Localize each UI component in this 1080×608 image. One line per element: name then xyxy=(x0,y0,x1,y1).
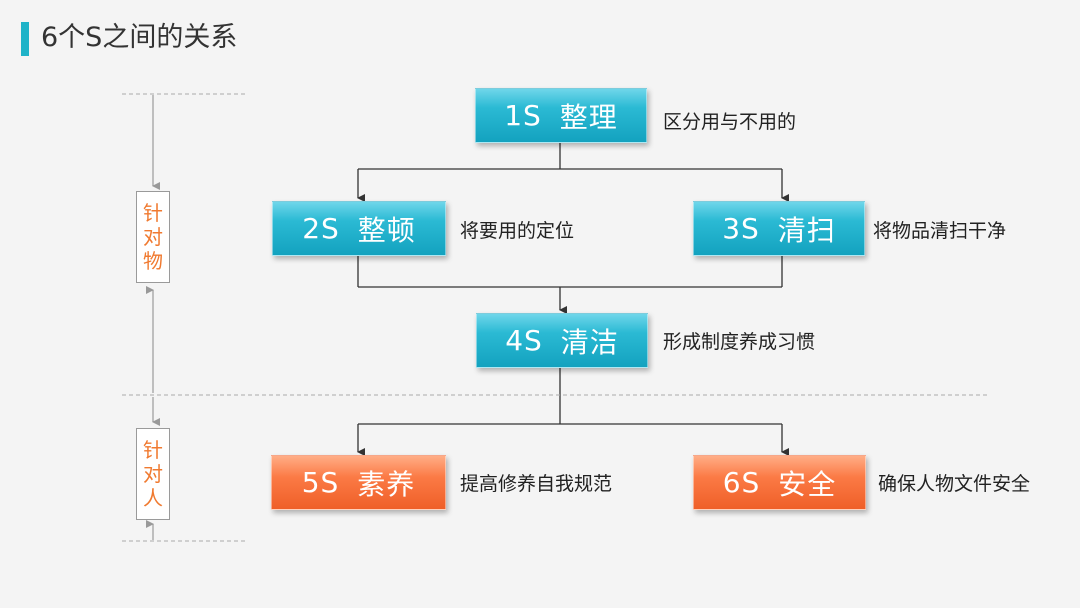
node-3s-description: 将物品清扫干净 xyxy=(873,220,1007,242)
node-3s: 3S 清扫 xyxy=(693,201,865,256)
node-5s: 5S 素养 xyxy=(271,455,446,510)
side-label-person-char: 对 xyxy=(143,462,163,486)
node-5s-number: 5S xyxy=(301,466,340,499)
node-3s-name: 清扫 xyxy=(777,213,836,247)
side-label-object-char: 针 xyxy=(143,201,163,225)
node-5s-name: 素养 xyxy=(357,467,416,501)
connector-merge-4s xyxy=(357,256,783,314)
node-6s: 6S 安全 xyxy=(693,455,866,510)
page-title: 6个S之间的关系 xyxy=(41,22,238,53)
side-label-person-char: 针 xyxy=(143,438,163,462)
node-4s-name: 清洁 xyxy=(560,325,619,359)
side-label-person: 针 对 人 xyxy=(136,428,170,520)
node-3s-number: 3S xyxy=(722,212,760,245)
connector-4s-split xyxy=(357,368,789,456)
title-accent-bar xyxy=(21,22,29,56)
node-2s: 2S 整顿 xyxy=(272,201,446,256)
node-4s-number: 4S xyxy=(505,324,543,357)
node-5s-description: 提高修养自我规范 xyxy=(460,473,613,495)
node-6s-description: 确保人物文件安全 xyxy=(878,473,1031,495)
node-4s-description: 形成制度养成习惯 xyxy=(663,331,816,353)
side-label-object-char: 对 xyxy=(143,225,163,249)
connector-1s-split xyxy=(357,143,789,202)
side-label-person-char: 人 xyxy=(143,486,163,510)
node-1s-number: 1S xyxy=(504,99,542,132)
node-2s-number: 2S xyxy=(302,212,340,245)
side-label-object-char: 物 xyxy=(143,249,163,273)
node-2s-name: 整顿 xyxy=(357,213,416,247)
node-2s-description: 将要用的定位 xyxy=(460,220,575,242)
node-4s: 4S 清洁 xyxy=(476,313,648,368)
node-1s-name: 整理 xyxy=(559,100,618,134)
side-label-object: 针 对 物 xyxy=(136,191,170,283)
node-1s-description: 区分用与不用的 xyxy=(663,111,797,133)
dashed-separators xyxy=(122,93,988,542)
node-1s: 1S 整理 xyxy=(475,88,647,143)
node-6s-number: 6S xyxy=(722,466,761,499)
node-6s-name: 安全 xyxy=(778,467,837,501)
